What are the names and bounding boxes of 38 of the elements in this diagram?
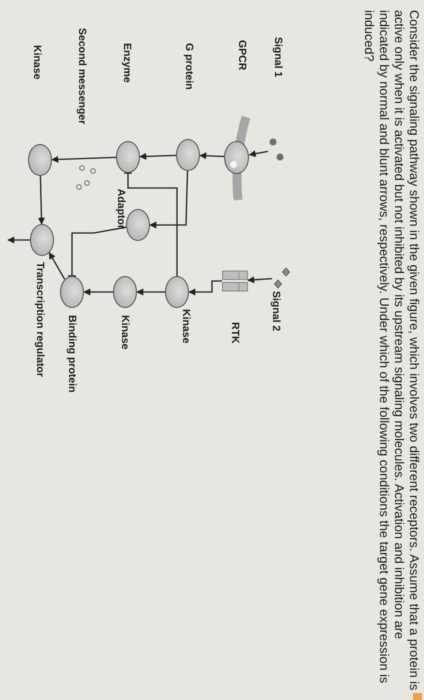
arrow [48, 252, 66, 280]
protein-oval [60, 276, 84, 308]
question-text: Consider the signaling pathway shown in the given figure, which involves two different receptors. Assume that a protein is active only when it is activated but not inhibited by its upstream signaling molecules. Activation and inhibition are indicated by normal and blunt arrows, respectively. Under which of the following conditions the target gene expression is induced? [361, 10, 421, 692]
protein-oval [165, 276, 189, 308]
arrow [139, 152, 176, 160]
arrow [188, 280, 222, 296]
protein-oval [28, 144, 52, 176]
arrow [83, 288, 113, 296]
signal-molecules [272, 266, 290, 290]
protein-oval [113, 276, 137, 308]
receptor-oval [224, 140, 250, 174]
node-label: Kinase [119, 315, 131, 350]
row-label: Kinase [31, 45, 43, 80]
protein-oval [116, 141, 140, 173]
node-label: Transcription regulator [34, 262, 46, 377]
row-label: Signal 1 [272, 37, 284, 78]
node-label: Binding protein [66, 315, 78, 393]
protein-oval [176, 139, 200, 171]
protein-oval [30, 224, 54, 256]
node-label: Kinase [180, 309, 192, 344]
signal-molecules [268, 138, 284, 162]
arrow [247, 276, 272, 284]
arrow [7, 236, 30, 244]
node-label: RTK [229, 322, 241, 344]
node-label: Signal 2 [270, 291, 282, 332]
arrow [248, 150, 268, 158]
arrow [199, 152, 225, 160]
arrow [149, 170, 188, 228]
arrow [51, 156, 116, 163]
row-label: Enzyme [121, 43, 133, 83]
row-label: Second messenger [76, 28, 88, 124]
protein-oval [126, 209, 150, 241]
row-label: G protein [183, 43, 195, 90]
row-label: GPCR [236, 40, 248, 70]
receptor [222, 270, 248, 292]
arrow [136, 288, 165, 296]
node-label: Adaptor [115, 188, 127, 229]
arrow [38, 176, 45, 225]
